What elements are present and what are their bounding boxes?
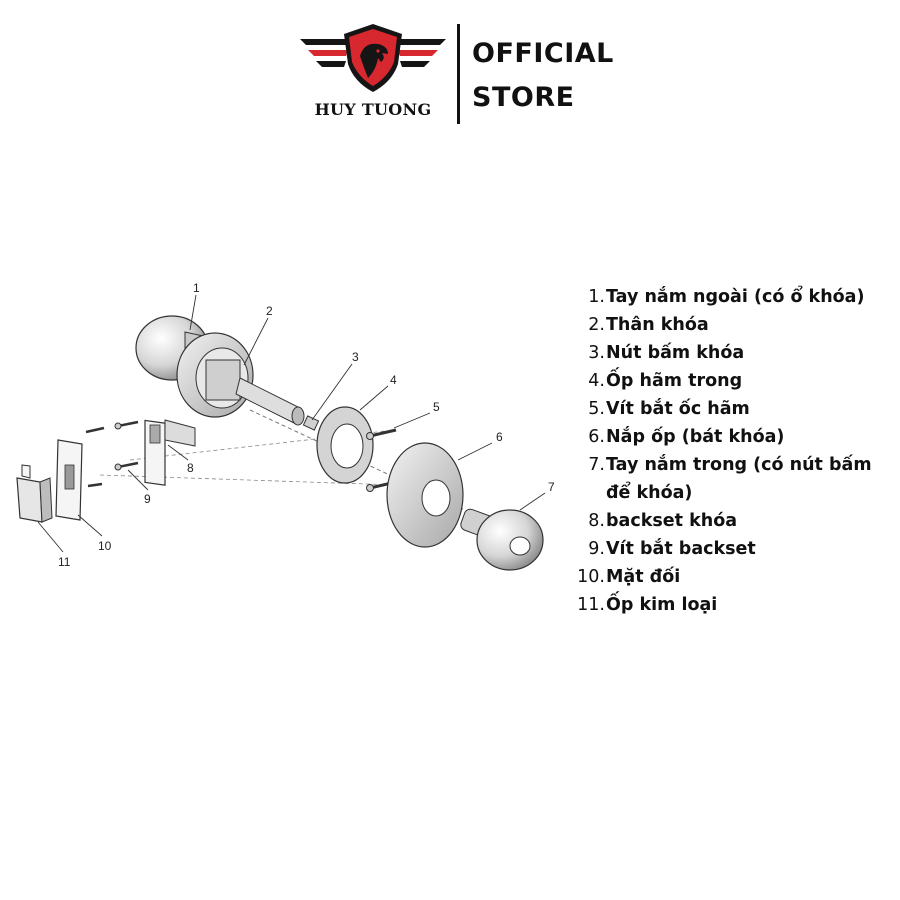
metal-box-part [16,464,53,523]
part-number: 5. [588,399,605,419]
callout-8: 8 [187,461,194,475]
parts-list-item: 8.backset khóa [565,507,895,535]
lock-exploded-diagram: 1 2 3 4 5 6 7 8 9 10 11 [16,281,555,571]
part-label: backset khóa [606,511,738,531]
callout-1: 1 [193,281,200,295]
official-label: OFFICIAL [472,38,614,69]
parts-list-item: 1.Tay nắm ngoài (có ổ khóa) [565,283,895,311]
part-number: 2. [588,315,605,335]
callout-3: 3 [352,350,359,364]
store-label: STORE [472,82,575,113]
part-label: Vít bắt ốc hãm [606,399,750,419]
huy-tuong-eagle-logo [300,24,446,92]
parts-list-item: 11.Ốp kim loại [565,591,895,619]
part-number: 7. [588,455,605,475]
strike-plate-part [55,426,105,521]
part-number: 6. [588,427,605,447]
callout-10: 10 [98,539,112,553]
callout-2: 2 [266,304,273,318]
callout-6: 6 [496,430,503,444]
part-label: Mặt đối [606,567,681,587]
part-label: Ốp kim loại [606,595,718,615]
callout-4: 4 [390,373,397,387]
header-divider [457,24,460,124]
latch-backset-part [144,419,196,486]
part-label: Tay nắm ngoài (có ổ khóa) [606,287,865,307]
callout-11: 11 [58,555,71,569]
part-number: 4. [588,371,605,391]
part-label: Nắp ốp (bát khóa) [606,427,785,447]
callout-leaders [37,294,546,553]
part-label: Ốp hãm trong [606,371,743,391]
callout-9: 9 [144,492,151,506]
backset-screws-part [114,420,139,471]
parts-list-item: 10.Mặt đối [565,563,895,591]
part-number: 11. [577,595,605,615]
part-number: 8. [588,511,605,531]
parts-list-item: 4.Ốp hãm trong [565,367,895,395]
part-label: Vít bắt backset [606,539,756,559]
rose-cover-part [386,442,464,548]
lock-body-part [176,332,305,426]
parts-list-item: 3.Nút bấm khóa [565,339,895,367]
inner-knob-part [460,508,544,571]
part-number: 10. [577,567,605,587]
parts-list-item: 5.Vít bắt ốc hãm [565,395,895,423]
parts-list-item: 7.Tay nắm trong (có nút bấm để khóa) [565,451,895,507]
callout-5: 5 [433,400,440,414]
part-number: 1. [588,287,605,307]
brand-name: HUY TUONG [314,100,432,119]
part-number: 3. [588,343,605,363]
parts-list-item: 6.Nắp ốp (bát khóa) [565,423,895,451]
parts-list-item: 2.Thân khóa [565,311,895,339]
part-label: Tay nắm trong (có nút bấm để khóa) [606,455,872,503]
part-label: Thân khóa [606,315,709,335]
callout-7: 7 [548,480,555,494]
part-number: 9. [588,539,605,559]
push-button-part [302,415,320,431]
retaining-plate-part [316,406,374,484]
parts-list-item: 9.Vít bắt backset [565,535,895,563]
store-header: HUY TUONG OFFICIAL STORE [0,0,900,140]
part-label: Nút bấm khóa [606,343,745,363]
